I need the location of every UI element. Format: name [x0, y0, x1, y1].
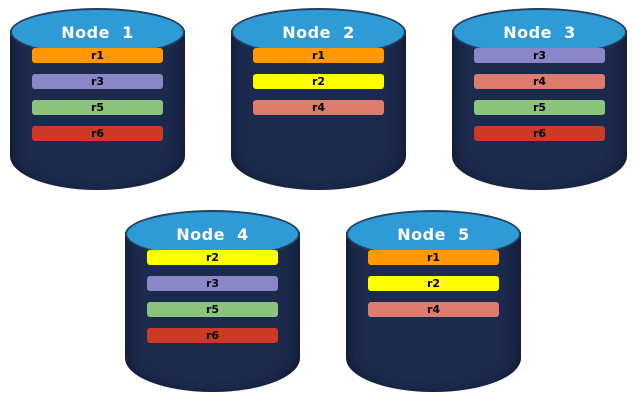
replica-list: r3 r4 r5 r6 — [474, 48, 605, 141]
replica-bar[interactable]: r4 — [253, 100, 384, 115]
replica-bar[interactable]: r2 — [253, 74, 384, 89]
replica-bar[interactable]: r1 — [32, 48, 163, 63]
replica-bar[interactable]: r3 — [32, 74, 163, 89]
replica-bar[interactable]: r1 — [253, 48, 384, 63]
replica-bar[interactable]: r5 — [32, 100, 163, 115]
replica-bar[interactable]: r4 — [368, 302, 499, 317]
replica-bar[interactable]: r6 — [147, 328, 278, 343]
replica-list: r1 r2 r4 — [253, 48, 384, 115]
replica-bar[interactable]: r5 — [147, 302, 278, 317]
replica-bar[interactable]: r5 — [474, 100, 605, 115]
replica-bar[interactable]: r3 — [147, 276, 278, 291]
replica-list: r1 r2 r4 — [368, 250, 499, 317]
replica-bar[interactable]: r6 — [32, 126, 163, 141]
replica-bar[interactable]: r1 — [368, 250, 499, 265]
replica-bar[interactable]: r4 — [474, 74, 605, 89]
replica-bar[interactable]: r6 — [474, 126, 605, 141]
replica-bar[interactable]: r2 — [147, 250, 278, 265]
replica-list: r1 r3 r5 r6 — [32, 48, 163, 141]
replica-list: r2 r3 r5 r6 — [147, 250, 278, 343]
replica-bar[interactable]: r3 — [474, 48, 605, 63]
replica-bar[interactable]: r2 — [368, 276, 499, 291]
